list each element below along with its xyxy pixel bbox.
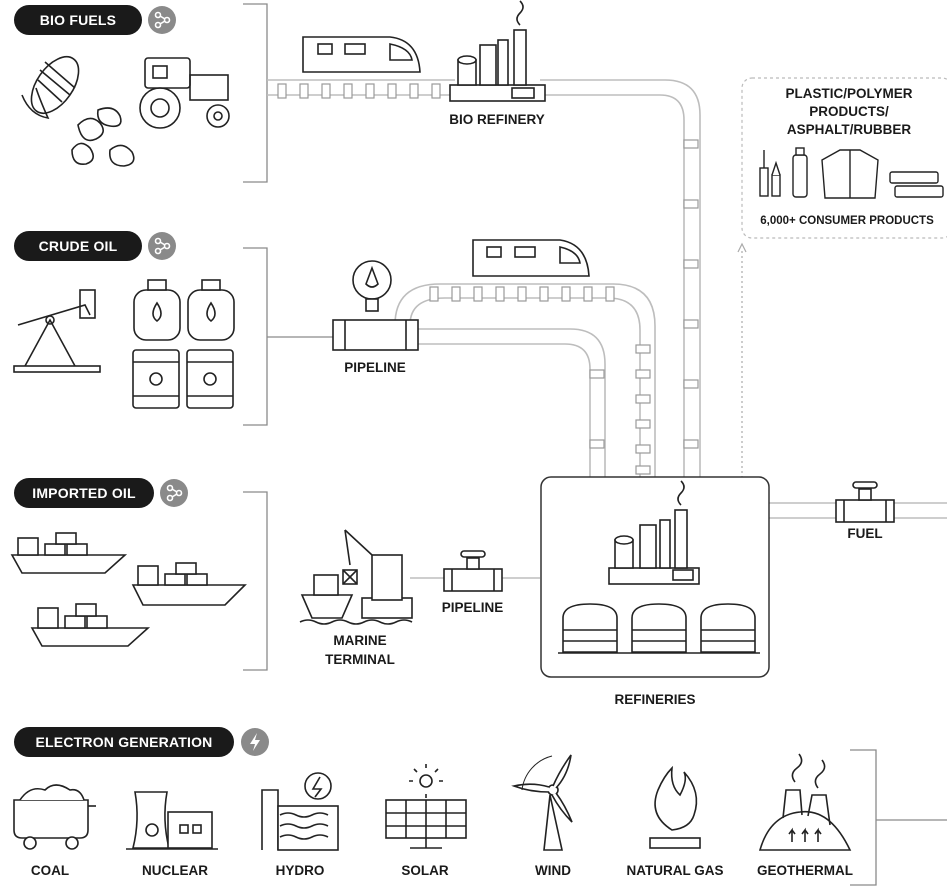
solar-panel-icon — [385, 764, 467, 849]
marine-terminal-icon — [299, 529, 413, 625]
label-hydro: HYDRO — [275, 863, 325, 878]
label-solar: SOLAR — [401, 863, 449, 878]
tractor-icon — [139, 57, 230, 129]
label-fuel: FUEL — [847, 526, 883, 541]
section-pill-electron-generation: ELECTRON GENERATION — [14, 727, 234, 757]
label-bio-refinery: BIO REFINERY — [449, 112, 545, 127]
ship-icon-2 — [131, 562, 247, 606]
bracket-crude-oil — [243, 247, 333, 426]
consumer-products-icons — [759, 147, 944, 199]
label-marine-terminal-line2: TERMINAL — [325, 652, 395, 667]
valve-icon-imported — [443, 550, 503, 592]
label-products-line2: PRODUCTS/ — [809, 104, 889, 119]
lightning-icon — [241, 728, 269, 756]
train-icon-crude — [472, 239, 590, 277]
label-natural-gas: NATURAL GAS — [626, 863, 724, 878]
corn-icon — [21, 56, 80, 120]
geothermal-icon — [758, 753, 852, 851]
coal-cart-icon — [13, 784, 96, 850]
train-icon-bio — [302, 36, 421, 73]
section-pill-crude-oil: CRUDE OIL — [14, 231, 142, 261]
valve-icon-fuel — [835, 481, 895, 523]
label-consumer-products: 6,000+ CONSUMER PRODUCTS — [760, 215, 934, 227]
label-geothermal: GEOTHERMAL — [757, 863, 853, 878]
nuclear-plant-icon — [126, 791, 218, 850]
pumpjack-icon — [13, 289, 101, 373]
natural-gas-flame-icon — [649, 765, 701, 849]
bracket-bio-fuels — [243, 3, 268, 183]
hydro-dam-icon — [261, 772, 339, 851]
arrow-head — [737, 242, 747, 253]
ship-icon-1 — [10, 532, 128, 574]
label-pipeline-imported: PIPELINE — [441, 600, 504, 615]
label-pipeline-crude: PIPELINE — [344, 360, 406, 375]
beans-icon — [71, 107, 135, 167]
share-icon — [148, 6, 176, 34]
products-box — [741, 77, 947, 239]
wind-turbine-icon — [511, 754, 573, 851]
ship-icon-3 — [30, 603, 151, 647]
gas-cylinders-icon — [133, 279, 235, 341]
bracket-imported-oil — [243, 491, 268, 671]
section-pill-imported-oil: IMPORTED OIL — [14, 478, 154, 508]
label-products-line3: ASPHALT/RUBBER — [786, 122, 912, 137]
label-coal: COAL — [30, 863, 70, 878]
label-wind: WIND — [535, 863, 571, 878]
label-nuclear: NUCLEAR — [142, 863, 208, 878]
bio-refinery-icon — [449, 0, 546, 102]
rail-ties — [277, 83, 699, 475]
section-pill-bio-fuels: BIO FUELS — [14, 5, 142, 35]
share-icon — [160, 479, 188, 507]
label-refineries: REFINERIES — [614, 692, 696, 707]
bracket-electron — [850, 749, 947, 886]
storage-tanks-icon — [558, 603, 760, 654]
label-products-line1: PLASTIC/POLYMER — [785, 86, 913, 101]
share-icon — [148, 232, 176, 260]
label-marine-terminal-line1: MARINE — [333, 633, 387, 648]
oil-barrels-icon — [132, 349, 234, 409]
refinery-icon — [608, 480, 700, 585]
pressure-gauge-icon — [332, 260, 419, 351]
